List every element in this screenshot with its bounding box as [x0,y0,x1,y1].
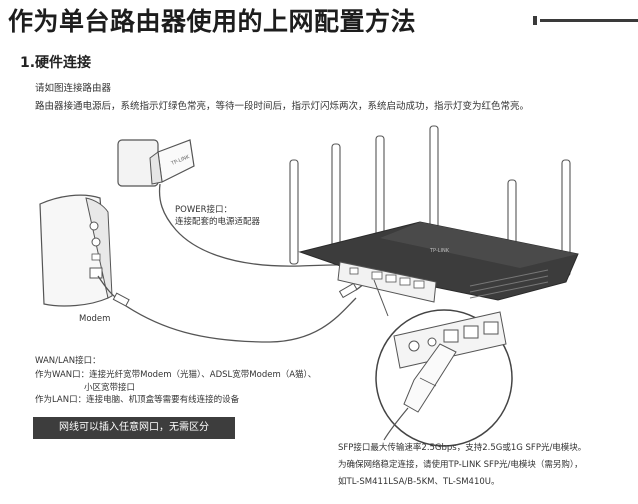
note-box: 网线可以插入任意网口，无需区分 [33,417,235,439]
sfp-note-3: 如TL-SM411LSA/B-5KM、TL-SM410U。 [338,477,500,487]
modem-icon [39,194,113,307]
title-decoration-line [540,19,638,22]
wan-lan-title: WAN/LAN接口： [35,356,101,366]
router-icon: TP-LINK [289,125,579,303]
sfp-note-2: 为确保网络稳定连接，请使用TP-LINK SFP光/电模块（需另购）， [338,460,583,470]
intro-text-2: 路由器接通电源后，系统指示灯绿色常亮，等待一段时间后，指示灯闪烁两次，系统启动成… [35,101,530,112]
modem-label: Modem [79,314,111,324]
power-port-label: POWER接口： 连接配套的电源适配器 [175,204,260,228]
power-label-desc: 连接配套的电源适配器 [175,217,261,227]
sfp-note-1: SFP接口最大传输速率2.5Gbps，支持2.5G或1G SFP光/电模块。 [338,443,587,453]
page-title: 作为单台路由器使用的上网配置方法 [8,7,417,36]
sfp-module-icon [375,309,513,447]
title-bar: 作为单台路由器使用的上网配置方法 [0,0,638,40]
power-adapter-icon: TP-LINK [117,139,353,267]
intro-text-1: 请如图连接路由器 [35,83,112,94]
lan-line: 作为LAN口：连接电脑、机顶盒等需要有线连接的设备 [35,395,240,405]
wan-line-1: 作为WAN口：连接光纤宽带Modem（光猫）、ADSL宽带Modem（A猫）、 [35,370,317,380]
router-brand: TP-LINK [429,248,450,254]
section-heading: 1.硬件连接 [20,55,92,71]
power-label-title: POWER接口： [175,205,232,215]
wan-line-2: 小区宽带接口 [84,383,136,393]
ethernet-cable-icon [97,275,371,343]
title-decoration-cap [533,16,537,25]
